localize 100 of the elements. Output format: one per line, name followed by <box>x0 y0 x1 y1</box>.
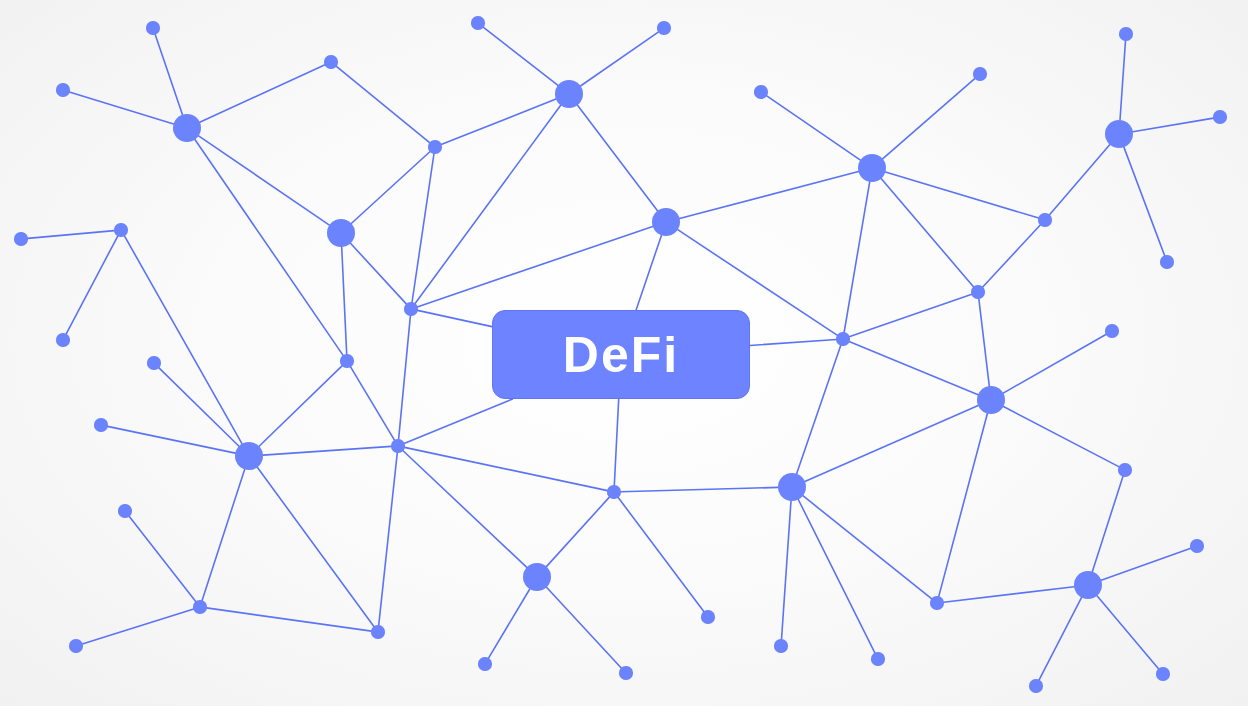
central-label-box <box>492 310 750 399</box>
connector-line <box>411 152 435 304</box>
connector-line <box>197 135 331 226</box>
network-node <box>391 439 405 453</box>
hub-node <box>977 386 1005 414</box>
connector-line <box>205 607 373 632</box>
connector-line <box>545 496 611 568</box>
connector-line <box>545 586 623 669</box>
network-node <box>94 418 108 432</box>
network-node <box>428 140 442 154</box>
network-node <box>340 354 354 368</box>
connector-line <box>350 150 431 225</box>
network-node <box>971 285 985 299</box>
connector-line <box>576 104 659 212</box>
network-node <box>1105 324 1119 338</box>
network-node <box>56 333 70 347</box>
connector-line <box>377 451 399 627</box>
network-node <box>1029 679 1043 693</box>
connector-line <box>619 486 779 493</box>
connector-line <box>797 498 876 654</box>
network-node <box>973 67 987 81</box>
network-node <box>657 21 671 35</box>
connector-line <box>198 63 326 123</box>
connector-line <box>440 98 557 146</box>
network-node <box>754 85 768 99</box>
connector-line <box>1123 146 1166 257</box>
connector-line <box>804 404 979 483</box>
network-node <box>930 596 944 610</box>
connector-line <box>106 425 237 454</box>
network-node <box>193 600 207 614</box>
network-node <box>1038 213 1052 227</box>
connector-line <box>942 585 1075 603</box>
connector-line <box>880 177 975 288</box>
connector-line <box>349 242 408 305</box>
connector-line <box>349 365 396 442</box>
connector-line <box>1100 547 1192 582</box>
network-node <box>404 302 418 316</box>
connector-line <box>780 500 792 641</box>
connector-line <box>65 235 119 335</box>
network-node <box>147 356 161 370</box>
network-node <box>1156 667 1170 681</box>
network-node <box>1190 539 1204 553</box>
connector-line <box>848 340 979 396</box>
connector-line <box>749 338 838 347</box>
connector-line <box>256 466 375 628</box>
hub-node <box>1074 571 1102 599</box>
connector-line <box>416 309 493 328</box>
connector-line <box>81 608 195 645</box>
connector-line <box>1002 405 1120 468</box>
connector-line <box>403 398 514 445</box>
network-node <box>701 610 715 624</box>
connector-line <box>1038 596 1083 681</box>
connector-line <box>258 364 344 448</box>
connector-line <box>802 494 933 600</box>
network-node <box>836 332 850 346</box>
connector-line <box>154 33 184 116</box>
connector-line <box>1002 333 1108 394</box>
box-label: DeFi <box>562 329 680 380</box>
hub-node <box>858 154 886 182</box>
network-node <box>1118 463 1132 477</box>
connector-line <box>676 228 839 337</box>
connector-line <box>123 234 243 445</box>
connector-line <box>402 449 528 569</box>
connector-line <box>157 366 240 447</box>
connector-line <box>635 234 663 311</box>
connector-line <box>981 224 1042 288</box>
network-node <box>114 223 128 237</box>
connector-line <box>848 293 973 338</box>
connector-line <box>201 468 246 602</box>
connector-line <box>414 104 562 305</box>
connector-line <box>1091 475 1124 573</box>
connector-line <box>884 171 1040 219</box>
connector-line <box>765 94 862 161</box>
connector-line <box>678 170 860 220</box>
connector-line <box>937 412 989 598</box>
connector-line <box>881 77 976 160</box>
connector-line <box>1096 594 1160 670</box>
connector-line <box>335 65 431 144</box>
network-node <box>871 652 885 666</box>
connector-line <box>128 515 197 603</box>
hub-node <box>235 442 263 470</box>
connector-line <box>843 181 871 334</box>
hub-node <box>173 114 201 142</box>
network-node <box>146 21 160 35</box>
connector-line <box>416 225 654 308</box>
network-node <box>1160 255 1174 269</box>
connector-line <box>397 314 412 441</box>
connector-line <box>1048 143 1111 216</box>
network-node <box>56 83 70 97</box>
hub-node <box>327 219 355 247</box>
hub-node <box>1105 120 1133 148</box>
network-node <box>118 504 132 518</box>
network-node <box>1213 110 1227 124</box>
connector-line <box>262 445 393 456</box>
connector-line <box>194 138 345 357</box>
network-node <box>478 657 492 671</box>
hub-node <box>523 563 551 591</box>
connector-line <box>795 344 842 475</box>
network-node <box>619 666 633 680</box>
connector-line <box>617 496 705 613</box>
